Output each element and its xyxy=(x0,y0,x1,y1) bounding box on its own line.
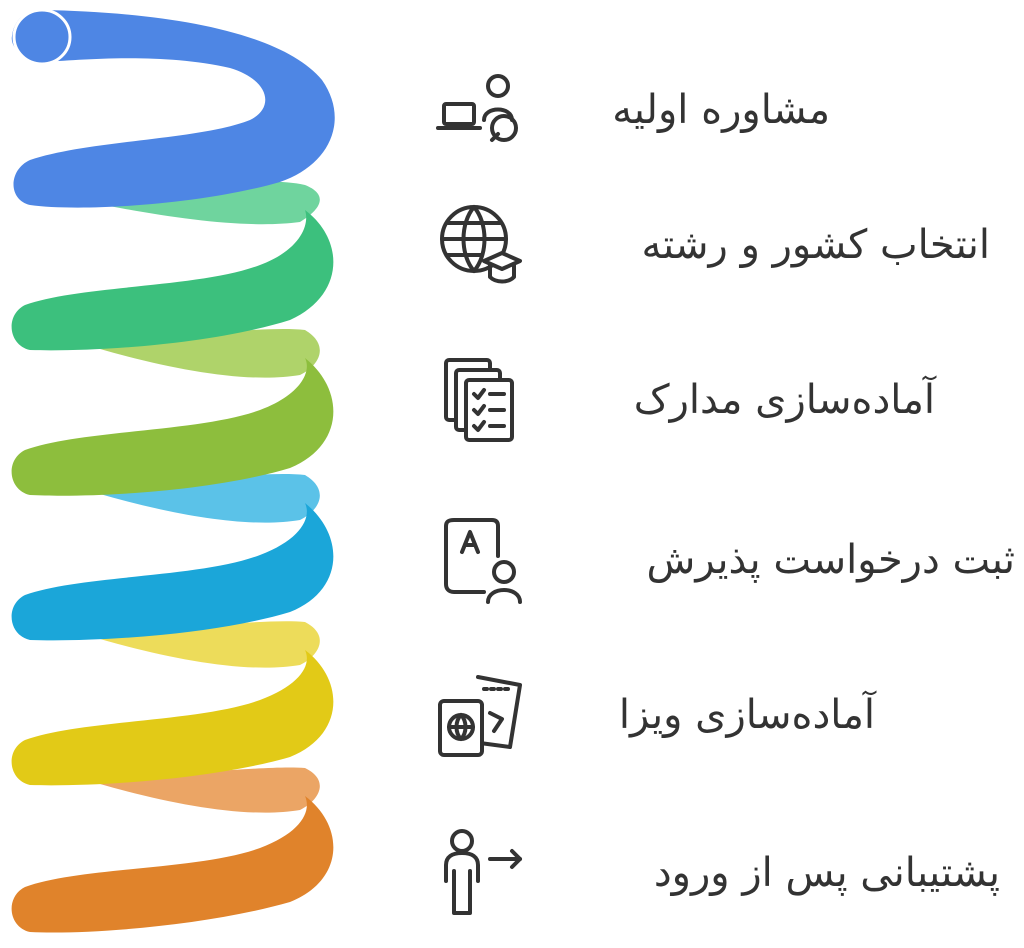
step-5-label: آماده‌سازی ویزا xyxy=(618,692,875,738)
step-1: مشاوره اولیه xyxy=(430,55,1015,165)
step-4-label: ثبت درخواست پذیرش xyxy=(646,537,1016,583)
spiral-coil-6 xyxy=(11,796,334,933)
spiral-coil-4 xyxy=(11,503,334,641)
step-4: ثبت درخواست پذیرش xyxy=(430,505,1015,615)
step-6-label: پشتیبانی پس از ورود xyxy=(653,850,1000,896)
application-user-icon xyxy=(430,510,530,610)
step-1-label: مشاوره اولیه xyxy=(612,87,830,133)
spiral-coil-3 xyxy=(11,358,334,496)
passport-ticket-icon xyxy=(430,665,530,765)
step-2-label: انتخاب کشور و رشته xyxy=(641,222,991,268)
documents-checklist-icon xyxy=(430,350,530,450)
spiral-graphic xyxy=(11,8,335,933)
spiral-coil-1-end xyxy=(12,8,72,66)
globe-graduation-icon xyxy=(430,195,530,295)
step-3-label: آماده‌سازی مدارک xyxy=(633,377,935,423)
spiral-coil-2 xyxy=(11,210,334,351)
step-2: انتخاب کشور و رشته xyxy=(430,190,1015,300)
spiral-coil-5 xyxy=(11,650,334,786)
person-arrow-icon xyxy=(430,823,530,923)
spiral-coil-1 xyxy=(11,10,335,208)
step-5: آماده‌سازی ویزا xyxy=(430,660,1015,770)
step-6: پشتیبانی پس از ورود xyxy=(430,818,1015,928)
consultation-icon xyxy=(430,60,530,160)
step-3: آماده‌سازی مدارک xyxy=(430,345,1015,455)
